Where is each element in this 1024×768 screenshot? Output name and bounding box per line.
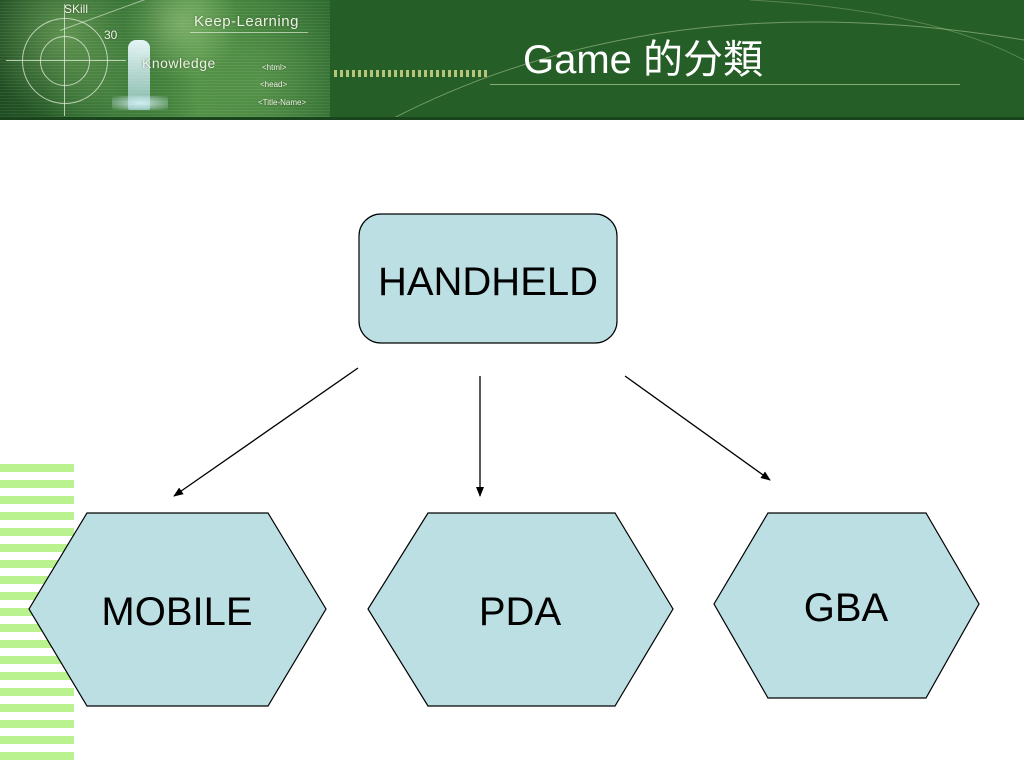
- mobile-node-label: MOBILE: [101, 590, 252, 634]
- banner-knowledge-text: Knowledge: [142, 55, 216, 71]
- handheld-node: [358, 213, 618, 344]
- banner-rule: [490, 84, 960, 85]
- slide-title: Game 的分類: [523, 38, 764, 82]
- banner-bottom-edge: [0, 117, 1024, 120]
- arrow-to-mobile: [173, 367, 359, 497]
- banner-graphic: SKill 30 Keep-Learning Knowledge <html> …: [0, 0, 330, 120]
- handheld-node-label: HANDHELD: [378, 260, 598, 304]
- waterfall-image: [128, 40, 150, 110]
- banner-head-tag: <head>: [260, 80, 288, 89]
- gba-node: [713, 512, 980, 699]
- crosshair-vertical: [64, 4, 65, 116]
- banner-number-text: 30: [104, 28, 118, 42]
- target-circle-outer: [22, 18, 108, 104]
- banner-keep-learning-text: Keep-Learning: [194, 13, 299, 30]
- crosshair-horizontal: [6, 60, 126, 61]
- target-circle-inner: [40, 36, 90, 86]
- waterfall-pool: [112, 96, 168, 110]
- banner-arc-lines: [389, 0, 1024, 120]
- mobile-node: [28, 512, 327, 707]
- pda-node: [367, 512, 674, 707]
- arrow-to-gba: [624, 375, 771, 481]
- keep-learning-underline: [190, 32, 308, 33]
- gba-node-label: GBA: [804, 586, 889, 630]
- banner-skill-text: SKill: [64, 2, 89, 16]
- banner-title-tag: <Title-Name>: [258, 98, 307, 107]
- pda-node-label: PDA: [479, 590, 562, 634]
- banner-html-tag: <html>: [262, 63, 287, 72]
- header-banner: SKill 30 Keep-Learning Knowledge <html> …: [0, 0, 1024, 120]
- banner-dotted-strip: [334, 70, 488, 77]
